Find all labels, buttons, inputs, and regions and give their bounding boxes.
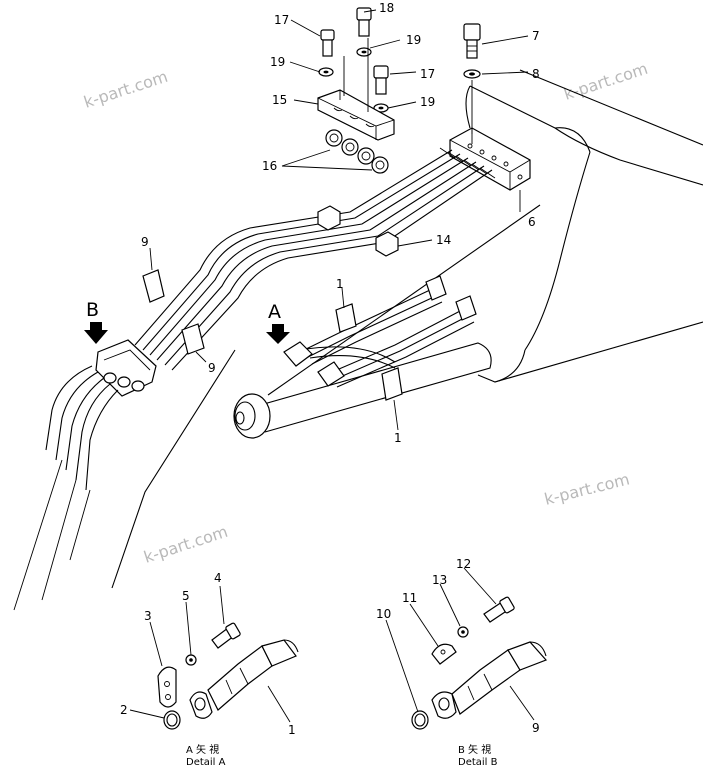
callout-17-left: 17 bbox=[274, 13, 289, 27]
pipe-bundle-upper bbox=[134, 147, 496, 371]
callout-16: 16 bbox=[262, 159, 277, 173]
pipe-bundle-a bbox=[283, 275, 477, 401]
b-end-hoses bbox=[13, 365, 119, 611]
callout-19-right: 19 bbox=[420, 95, 435, 109]
callout-14: 14 bbox=[436, 233, 451, 247]
view-marker-a: A bbox=[268, 301, 281, 323]
callout-7: 7 bbox=[532, 29, 540, 43]
detail-b-caption: Detail B bbox=[458, 757, 498, 768]
callout-18: 18 bbox=[379, 1, 394, 15]
callout-4: 4 bbox=[214, 571, 222, 585]
callout-9-left: 9 bbox=[141, 235, 149, 249]
callout-1-detail: 1 bbox=[288, 723, 296, 737]
clamp-bushings-16 bbox=[325, 129, 389, 174]
callout-19-left: 19 bbox=[270, 55, 285, 69]
boom-cylinder bbox=[233, 342, 492, 439]
bolt-18 bbox=[356, 7, 372, 37]
detail-captions: A 矢 視 Detail A B 矢 視 Detail B bbox=[186, 743, 498, 768]
detail-a-caption-top: A 矢 視 bbox=[186, 743, 219, 756]
callout-6: 6 bbox=[528, 215, 536, 229]
callout-17-right: 17 bbox=[420, 67, 435, 81]
detail-a-drawing bbox=[157, 622, 299, 730]
detail-b-caption-top: B 矢 視 bbox=[458, 743, 491, 756]
guide-lines-top bbox=[343, 38, 473, 134]
callout-11: 11 bbox=[402, 591, 417, 605]
callout-12: 12 bbox=[456, 557, 471, 571]
callout-19-top: 19 bbox=[406, 33, 421, 47]
callout-labels: 17 18 19 7 19 17 8 15 19 16 6 14 9 1 9 1… bbox=[120, 1, 540, 737]
watermark: k-part.com bbox=[141, 522, 230, 567]
detail-a-caption: Detail A bbox=[186, 757, 226, 768]
callout-5: 5 bbox=[182, 589, 190, 603]
callout-15: 15 bbox=[272, 93, 287, 107]
washer-19-right bbox=[373, 103, 389, 113]
callout-9-low: 9 bbox=[208, 361, 216, 375]
watermark: k-part.com bbox=[561, 59, 650, 104]
washer-19-left bbox=[318, 67, 334, 77]
clamp-plate-15 bbox=[317, 89, 395, 141]
callout-1-mid: 1 bbox=[394, 431, 402, 445]
leader-lines bbox=[129, 9, 535, 723]
callout-3: 3 bbox=[144, 609, 152, 623]
hose-tag-9 bbox=[142, 269, 205, 355]
boom-outline bbox=[111, 69, 703, 589]
detail-b-drawing bbox=[411, 596, 548, 730]
callout-10: 10 bbox=[376, 607, 391, 621]
header-block bbox=[449, 127, 531, 191]
bolt-17-right bbox=[373, 65, 389, 95]
view-marker-b: B bbox=[86, 299, 99, 321]
callout-9-detail: 9 bbox=[532, 721, 540, 735]
bolt-7 bbox=[463, 23, 481, 59]
bolt-17-left bbox=[320, 29, 335, 57]
view-arrow-b: B bbox=[84, 299, 108, 344]
clamp-14 bbox=[317, 205, 399, 257]
washer-19-top bbox=[356, 47, 372, 57]
b-end-fittings bbox=[95, 339, 157, 397]
view-arrow-a: A bbox=[266, 301, 290, 344]
watermark: k-part.com bbox=[81, 67, 170, 112]
callout-1-top: 1 bbox=[336, 277, 344, 291]
callout-13: 13 bbox=[432, 573, 447, 587]
washer-8 bbox=[463, 69, 481, 79]
callout-2: 2 bbox=[120, 703, 128, 717]
callout-8: 8 bbox=[532, 67, 540, 81]
watermark: k-part.com bbox=[542, 469, 631, 509]
